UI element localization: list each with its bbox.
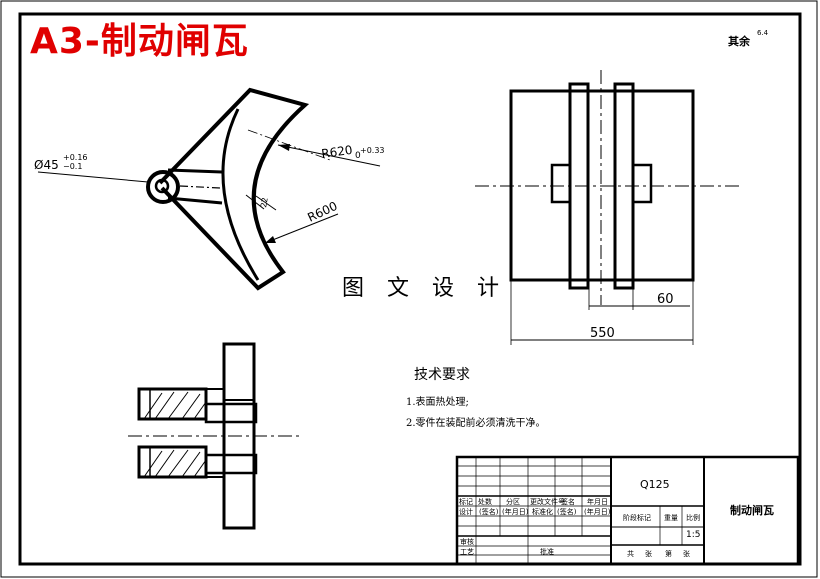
title-block-cell: 批准 — [540, 548, 554, 556]
title-block-cell: (年月日) — [584, 508, 611, 516]
top-view — [128, 342, 300, 530]
title-block-cell: 阶段标记 — [623, 514, 651, 522]
title-block-cell: 标记 — [459, 498, 473, 506]
side-view — [37, 87, 381, 291]
hole-tolerance-upper: +0.16 — [63, 153, 88, 162]
title-block-cell: (年月日) — [502, 508, 529, 516]
width-small-dimension: 60 — [657, 292, 674, 307]
title-block-cell: 重量 — [664, 514, 678, 522]
title-block-scale: 1:5 — [686, 530, 701, 540]
title-block-cell: 年月日 — [587, 498, 608, 506]
title-block-cell: 设计 — [459, 508, 473, 516]
hole-dimension: Ø45 — [34, 158, 59, 172]
title-block-cell: 审核 — [460, 538, 474, 546]
title-block-cell: 签名 — [561, 498, 575, 506]
title-block-part-name: 制动闸瓦 — [730, 504, 774, 517]
title-block-cell: 第 — [665, 550, 672, 558]
technical-requirement-item: 1.表面热处理; — [406, 397, 469, 408]
outer-radius-subscript: 0 — [355, 151, 361, 161]
front-view — [475, 70, 740, 345]
inner-radius-dimension: R600 — [305, 199, 339, 225]
title-block — [455, 455, 800, 566]
surface-roughness-value: 6.4 — [757, 29, 769, 37]
title-block-cell: 张 — [645, 550, 652, 558]
title-block-cell: (签名) — [479, 508, 499, 516]
title-block-cell: 张 — [683, 550, 690, 558]
title-block-cell: 更改文件号 — [530, 498, 565, 506]
outer-radius-dimension: R620 — [320, 143, 353, 161]
surface-finish-label: 其余 — [728, 35, 750, 48]
inner-frame — [18, 12, 802, 566]
title-block-cell: 处数 — [478, 498, 492, 506]
drawing-title: A3-制动闸瓦 — [30, 21, 249, 62]
small-dimension: 22 — [259, 197, 270, 209]
outer-radius-tolerance: +0.33 — [360, 146, 385, 155]
design-caption: 图 文 设 计 — [342, 276, 507, 301]
title-block-cell: (签名) — [557, 508, 577, 516]
width-total-dimension: 550 — [590, 326, 615, 341]
technical-requirements-title: 技术要求 — [414, 367, 470, 383]
title-block-material: Q125 — [640, 478, 670, 491]
title-block-cell: 标准化 — [532, 508, 553, 516]
technical-requirement-item: 2.零件在装配前必须清洗干净。 — [406, 418, 546, 429]
title-block-cell: 工艺 — [460, 548, 474, 556]
title-block-cell: 共 — [627, 550, 634, 558]
title-block-cell: 比例 — [686, 514, 700, 522]
hole-tolerance-lower: −0.1 — [63, 162, 82, 171]
title-block-cell: 分区 — [506, 498, 520, 506]
